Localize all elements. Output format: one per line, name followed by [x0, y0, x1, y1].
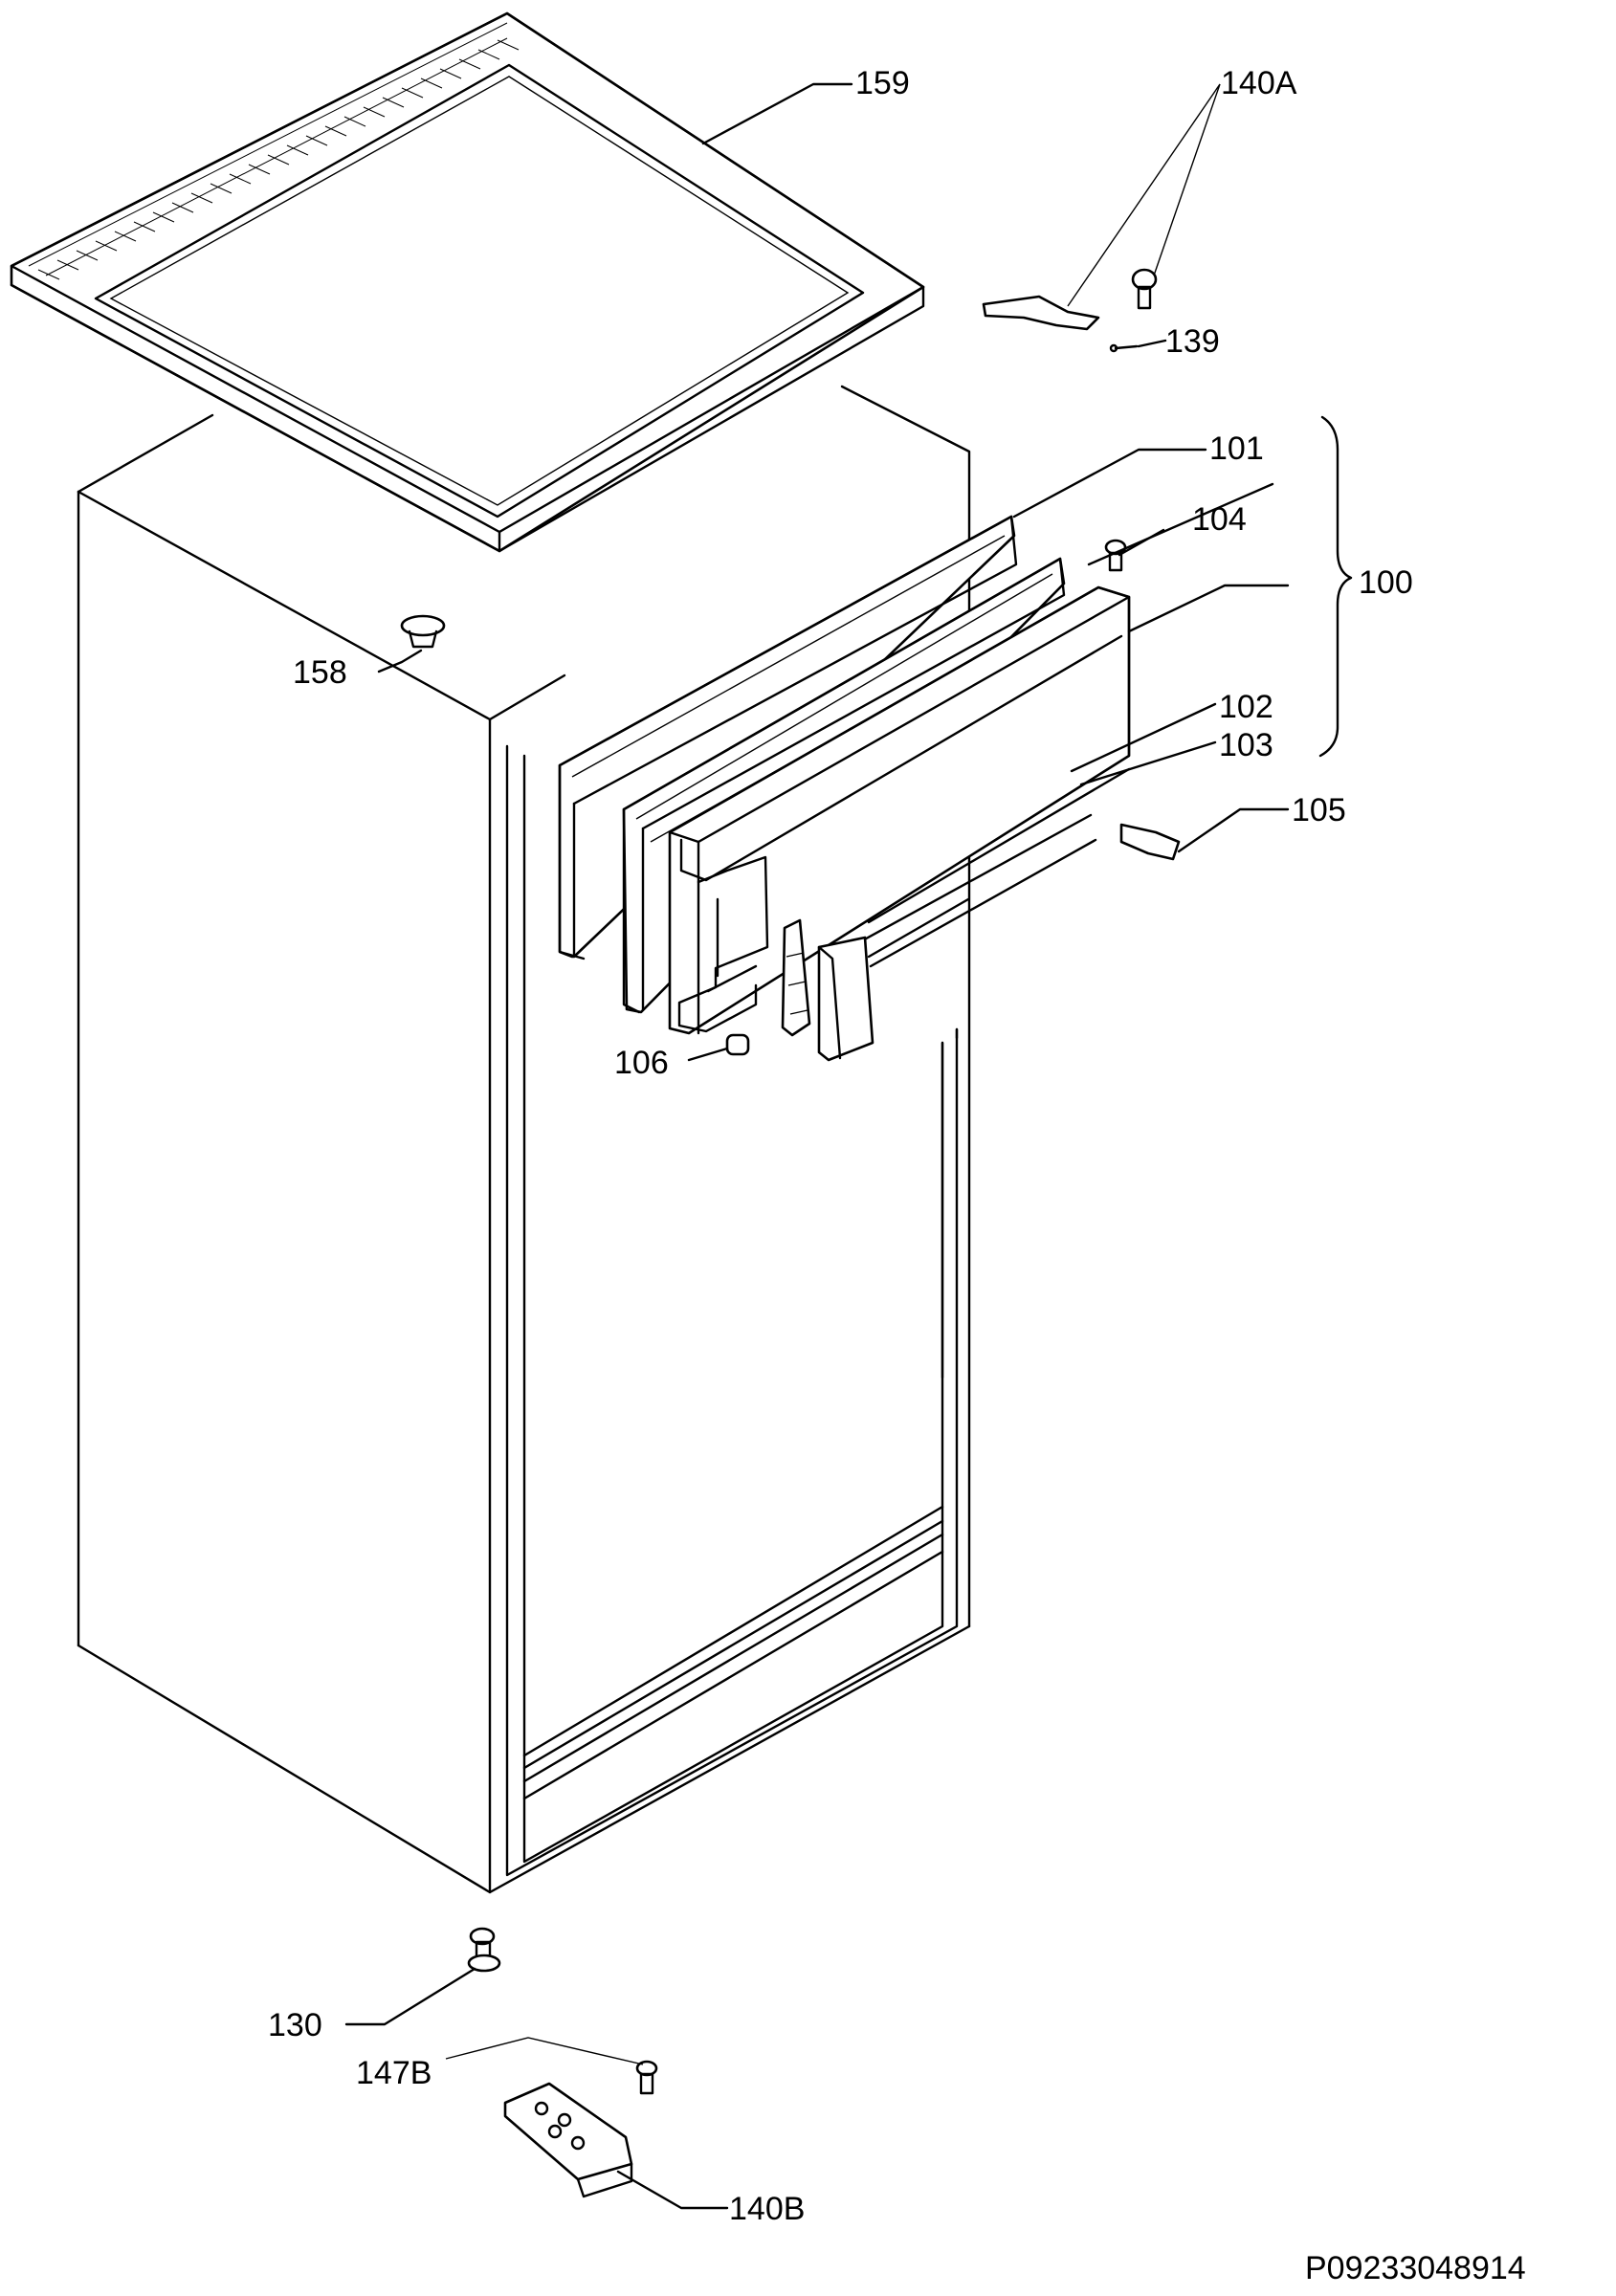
handle-end-105: [1119, 823, 1181, 861]
plug-106: [725, 1033, 750, 1056]
label-147B: 147B: [356, 2055, 432, 2091]
screw-147B: [635, 2060, 658, 2095]
label-102: 102: [1219, 689, 1273, 725]
label-139: 139: [1165, 323, 1220, 360]
top-cover-part: [10, 11, 925, 553]
cabinet-body: [77, 385, 971, 1894]
knob-158: [400, 614, 446, 649]
foot-130: [467, 1927, 501, 1973]
label-130: 130: [268, 2007, 322, 2043]
leader-lines: [344, 82, 1353, 2210]
hinge-140B: [503, 2082, 633, 2198]
label-105: 105: [1292, 792, 1346, 828]
door-handle-bar: [817, 767, 1131, 1062]
label-159: 159: [855, 65, 910, 101]
label-101: 101: [1209, 430, 1264, 467]
hinge-clip-part: [781, 918, 811, 1037]
hinge-140A: [982, 268, 1158, 331]
label-106: 106: [614, 1045, 669, 1081]
part-labels: 159 140A 139 101 104 100 158 102 103 105…: [268, 65, 1526, 2286]
drawing-code: P09233048914: [1305, 2250, 1526, 2286]
freezer-door-panel-103: [668, 585, 1131, 1035]
label-104: 104: [1192, 501, 1247, 538]
label-158: 158: [293, 654, 347, 691]
label-140B: 140B: [729, 2191, 805, 2227]
label-103: 103: [1219, 727, 1273, 763]
label-100: 100: [1359, 564, 1413, 601]
label-140A: 140A: [1221, 65, 1297, 101]
screw-139: [1109, 343, 1139, 353]
